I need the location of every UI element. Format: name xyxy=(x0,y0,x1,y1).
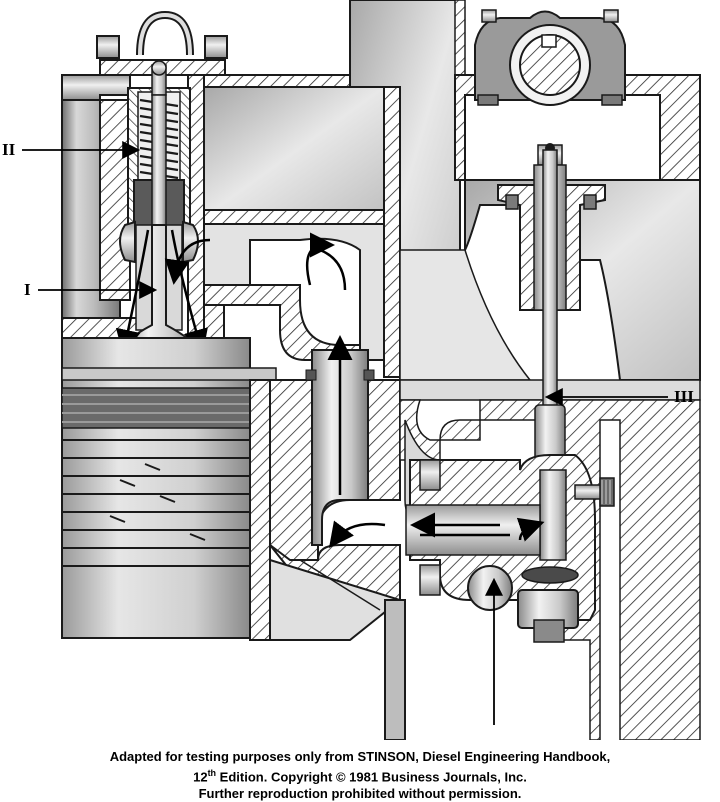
fuel-injector xyxy=(405,454,615,643)
caption-edition-number: 12 xyxy=(193,769,208,785)
exhaust-passage xyxy=(305,232,386,548)
label-exhaust-valve: I xyxy=(24,280,31,299)
exhaust-valve xyxy=(115,94,211,355)
caption-line-2: 12th Edition. Copyright © 1981 Business … xyxy=(0,765,720,785)
piston-rings xyxy=(61,387,251,567)
label-valve-cage: II xyxy=(2,140,16,159)
diesel-engine-cross-section xyxy=(22,0,701,740)
rocker-arm xyxy=(474,9,626,166)
piston xyxy=(61,337,277,639)
copyright-caption: Adapted for testing purposes only from S… xyxy=(0,748,720,802)
caption-edition-ordinal: th xyxy=(207,768,217,778)
push-rod xyxy=(497,149,606,461)
callout-leaders xyxy=(22,141,668,725)
caption-line-2-text: Edition. Copyright © 1981 Business Journ… xyxy=(216,769,527,785)
caption-line-1: Adapted for testing purposes only from S… xyxy=(109,749,611,764)
label-fuel-injector: III xyxy=(674,387,694,406)
caption-line-3: Further reproduction prohibited without … xyxy=(198,786,522,802)
cylinder-head xyxy=(187,74,451,381)
